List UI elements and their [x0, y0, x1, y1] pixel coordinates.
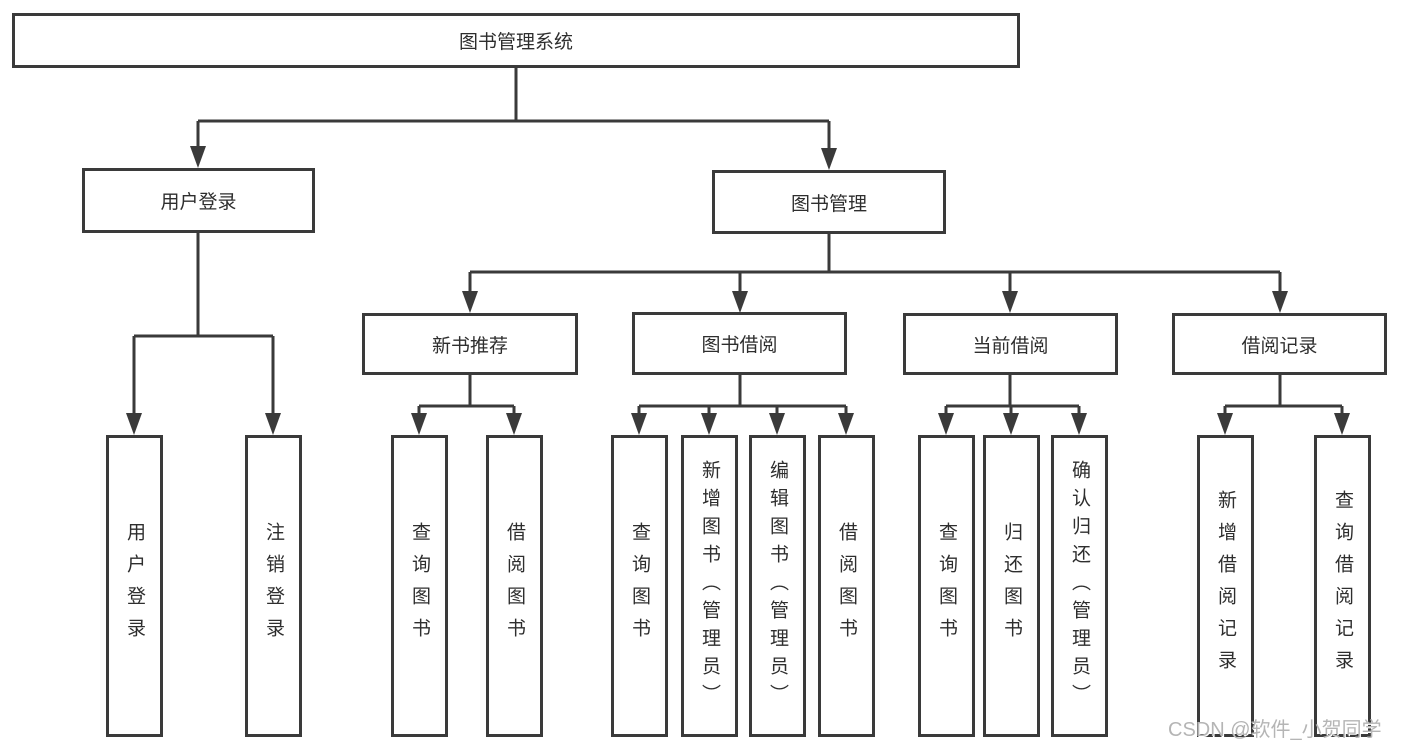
arrowhead [1334, 413, 1350, 435]
node-label: 当前借阅 [972, 335, 1049, 357]
arrowhead [732, 291, 748, 313]
arrowhead [1272, 291, 1288, 313]
node-book-borrowing: 图书借阅 [632, 312, 847, 375]
leaf-add-borrow-record: 新增借阅记录 [1197, 435, 1254, 737]
connector-bookmgmt-to-groups [468, 234, 1282, 296]
arrowhead [411, 413, 427, 435]
leaf-borrow-books-recommend: 借阅图书 [486, 435, 543, 737]
node-new-book-recommend: 新书推荐 [362, 313, 578, 375]
node-label: 借阅图书 [836, 522, 857, 650]
leaf-edit-book-admin: 编辑图书（管理员） [749, 435, 806, 737]
node-label: 图书管理 [790, 193, 867, 215]
arrowhead [1217, 413, 1233, 435]
leaf-user-login: 用户登录 [106, 435, 163, 737]
node-label: 归还图书 [1001, 522, 1022, 650]
node-label: 用户登录 [124, 522, 145, 650]
node-label: 图书管理系统 [458, 32, 573, 53]
node-label: 编辑图书（管理员） [767, 460, 788, 712]
arrowhead [1071, 413, 1087, 435]
arrowhead [938, 413, 954, 435]
node-label: 借阅图书 [504, 522, 525, 650]
arrowhead [821, 148, 837, 170]
arrowhead [838, 413, 854, 435]
leaf-borrow-books-borrowing: 借阅图书 [818, 435, 875, 737]
arrowhead [190, 146, 206, 168]
leaf-query-books-recommend: 查询图书 [391, 435, 448, 737]
leaf-query-books-borrowing: 查询图书 [611, 435, 668, 737]
node-label: 查询图书 [936, 522, 957, 650]
arrowhead [701, 413, 717, 435]
leaf-return-book: 归还图书 [983, 435, 1040, 737]
node-label: 确认归还（管理员） [1069, 460, 1090, 712]
node-borrowing-records: 借阅记录 [1172, 313, 1387, 375]
connector-userlogin-to-leaves [132, 233, 275, 416]
node-label: 图书借阅 [701, 335, 778, 356]
arrowhead [462, 291, 478, 313]
leaf-add-book-admin: 新增图书（管理员） [681, 435, 738, 737]
node-book-management: 图书管理 [712, 170, 946, 234]
leaf-confirm-return-admin: 确认归还（管理员） [1051, 435, 1108, 737]
node-label: 新增借阅记录 [1215, 490, 1236, 682]
connector-groups-to-leaves [417, 375, 1344, 418]
node-user-login: 用户登录 [82, 168, 315, 233]
arrowhead [631, 413, 647, 435]
node-label: 用户登录 [160, 192, 237, 213]
arrowhead [1002, 291, 1018, 313]
node-current-borrowing: 当前借阅 [903, 313, 1118, 375]
node-library-management-system: 图书管理系统 [12, 13, 1020, 68]
arrowhead [265, 413, 281, 435]
arrowhead [126, 413, 142, 435]
leaf-query-borrow-record: 查询借阅记录 [1314, 435, 1371, 737]
node-label: 新增图书（管理员） [699, 460, 720, 712]
connector-root-to-branches [196, 68, 831, 152]
arrowhead [506, 413, 522, 435]
node-label: 查询图书 [409, 522, 430, 650]
node-label: 借阅记录 [1241, 335, 1318, 357]
arrowhead [769, 413, 785, 435]
leaf-query-books-current: 查询图书 [918, 435, 975, 737]
arrowhead [1003, 413, 1019, 435]
leaf-logout: 注销登录 [245, 435, 302, 737]
csdn-watermark: CSDN @软件_小贺同学 [1168, 719, 1382, 741]
node-label: 查询借阅记录 [1332, 490, 1353, 682]
node-label: 注销登录 [263, 522, 284, 650]
node-label: 新书推荐 [431, 335, 508, 357]
node-label: 查询图书 [629, 522, 650, 650]
